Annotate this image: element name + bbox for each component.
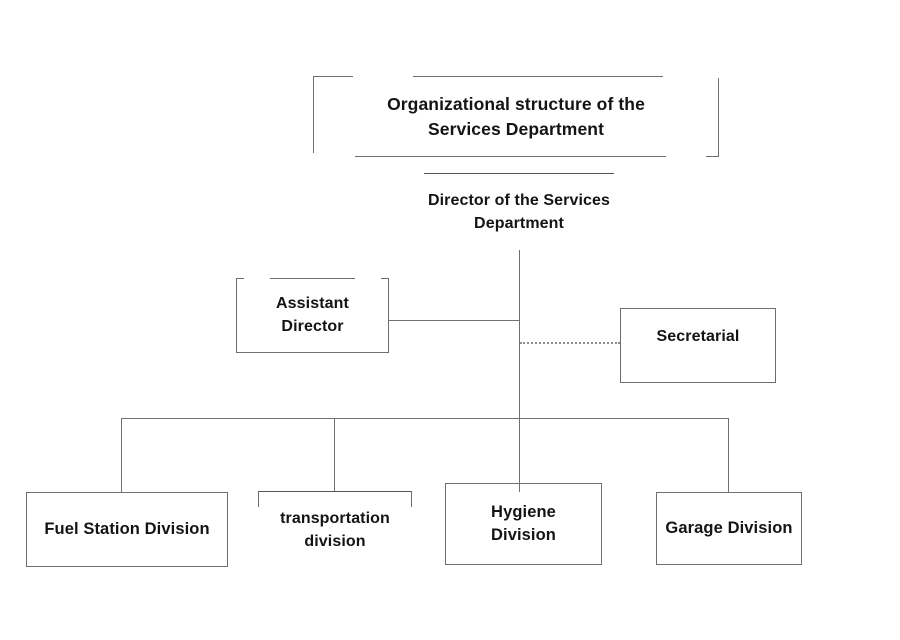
connector-drop-garage [728, 418, 729, 492]
node-director-label: Director of the Services Department [427, 192, 611, 232]
node-secretarial: Secretarial [620, 308, 776, 383]
node-title-box: Organizational structure of the Services… [313, 76, 719, 157]
connector-secretarial-dotted [520, 342, 620, 344]
node-division-hygiene-label: Hygiene Division [491, 502, 556, 544]
node-division-fuel-station: Fuel Station Division [26, 492, 228, 567]
node-assistant-director: Assistant Director [236, 278, 389, 353]
node-secretarial-label: Secretarial [656, 328, 740, 345]
title-notch-top-left [353, 72, 413, 78]
title-notch-top-right [663, 72, 721, 78]
node-assistant-director-label: Assistant Director [276, 294, 349, 335]
title-notch-bottom-left [309, 153, 355, 160]
assistant-notch-top-left [244, 274, 270, 280]
node-division-fuel-station-label: Fuel Station Division [44, 519, 210, 538]
connector-trunk-vertical [519, 250, 520, 419]
title-notch-bottom-right [666, 153, 706, 160]
connector-drop-hygiene [519, 418, 520, 492]
connector-drop-fuel-station [121, 418, 122, 492]
node-division-transportation: transportation division [252, 496, 418, 566]
transportation-stub-left [258, 491, 259, 507]
node-division-garage: Garage Division [656, 492, 802, 565]
transportation-top-rule [258, 491, 412, 492]
connector-drop-transportation [334, 418, 335, 491]
node-division-garage-label: Garage Division [665, 518, 793, 537]
node-title-label: Organizational structure of the Services… [387, 93, 645, 139]
assistant-notch-top-right [355, 274, 381, 280]
node-director-box [424, 173, 614, 249]
connector-division-bus [121, 418, 729, 419]
node-division-hygiene: Hygiene Division [445, 483, 602, 565]
node-division-transportation-label: transportation division [280, 510, 390, 550]
node-division-transportation-box [258, 491, 412, 509]
director-top-rule [424, 173, 614, 174]
transportation-stub-right [411, 491, 412, 507]
node-director: Director of the Services Department [410, 178, 628, 248]
connector-assistant-to-trunk [388, 320, 520, 321]
